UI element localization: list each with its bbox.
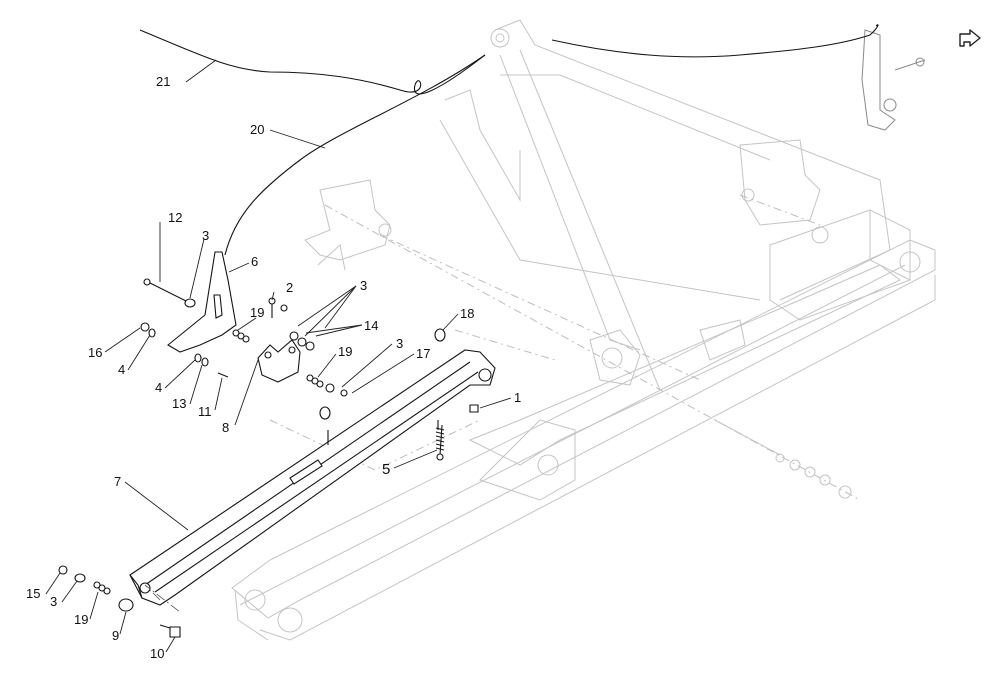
callout-2: 2	[286, 280, 293, 295]
callout-7: 7	[114, 474, 121, 489]
callout-13: 13	[172, 396, 186, 411]
callout-3-upper-right: 3	[360, 278, 367, 293]
callout-15: 15	[26, 586, 40, 601]
leader-lines	[45, 59, 512, 653]
part-8-clamp	[257, 339, 301, 383]
callout-17: 17	[416, 346, 430, 361]
callout-20: 20	[250, 122, 264, 137]
callout-18: 18	[460, 306, 474, 321]
callout-3-lower: 3	[50, 594, 57, 609]
callout-12: 12	[168, 210, 182, 225]
cables	[139, 24, 879, 256]
cable-21-right	[551, 24, 879, 58]
callout-19-upper: 19	[250, 305, 264, 320]
callout-1: 1	[514, 390, 521, 405]
parts	[58, 251, 496, 638]
part-12-bolt	[147, 281, 189, 303]
callout-4-left: 4	[118, 362, 125, 377]
cable-20	[224, 54, 486, 256]
callout-3-middle: 3	[396, 336, 403, 351]
callout-5: 5	[382, 461, 390, 478]
callout-19-lower: 19	[74, 612, 88, 627]
callout-10: 10	[150, 646, 164, 661]
cable-21	[139, 29, 486, 95]
callout-4-lower: 4	[155, 380, 162, 395]
return-arrow-icon	[959, 29, 981, 47]
callout-16: 16	[88, 345, 102, 360]
part-7-arm	[129, 349, 496, 606]
callout-21: 21	[156, 74, 170, 89]
callout-8: 8	[222, 420, 229, 435]
part-6-bracket	[167, 251, 237, 353]
callout-3: 3	[202, 228, 209, 243]
callout-19-middle: 19	[338, 344, 352, 359]
callout-labels: 21 20 12 3 6 2 3 19 14 18 3 19 17 16 4 4…	[26, 74, 521, 661]
callout-14: 14	[364, 318, 378, 333]
background-frame	[231, 19, 936, 641]
return-arrow-button[interactable]	[956, 26, 986, 50]
callout-9: 9	[112, 628, 119, 643]
callout-6: 6	[251, 254, 258, 269]
callout-11: 11	[198, 404, 212, 419]
